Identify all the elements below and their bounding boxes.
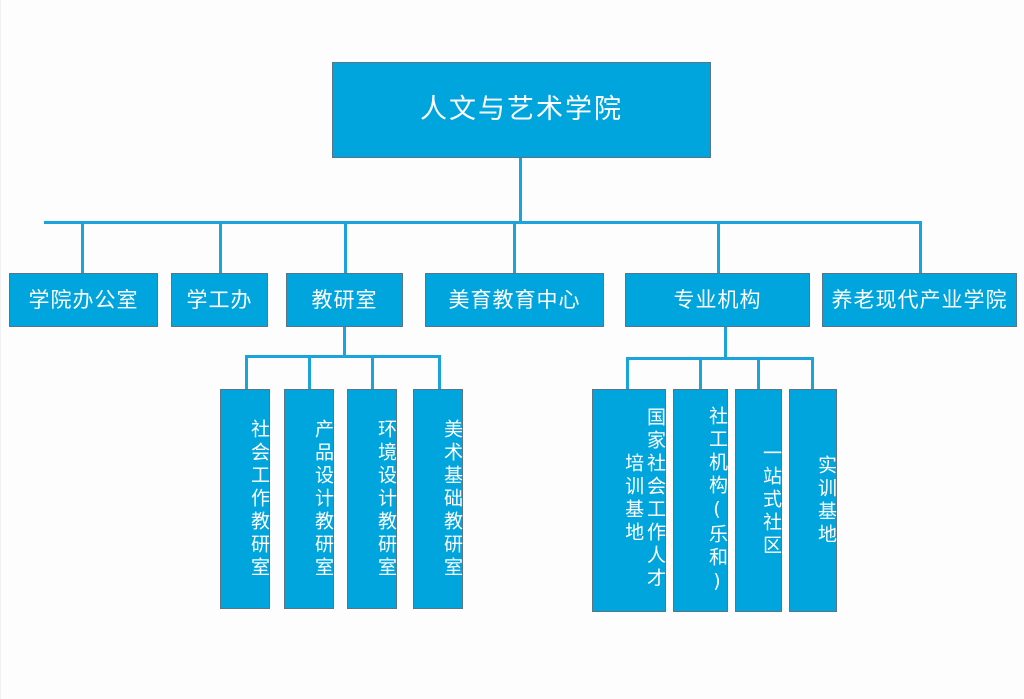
connector-drop-teaching-1 <box>245 355 248 390</box>
connector-drop-dept-3 <box>344 221 347 273</box>
connector-drop-teaching-3 <box>371 355 374 390</box>
org-node-teaching-4-label: 美术基础教研室 <box>441 418 463 580</box>
connector-professional-bus <box>626 357 814 360</box>
connector-dept-3-drop <box>343 327 346 357</box>
org-node-dept-2-label: 学工办 <box>186 287 253 312</box>
org-node-dept-5[interactable]: 专业机构 <box>625 273 810 327</box>
org-node-dept-6-label: 养老现代产业学院 <box>831 287 1008 312</box>
org-node-teaching-1-label: 社会工作教研室 <box>248 418 270 580</box>
org-node-teaching-1[interactable]: 社会工作教研室 <box>220 389 270 609</box>
connector-teaching-bus <box>245 355 441 358</box>
org-node-professional-1[interactable]: 国家社会工作人才培训基地 <box>592 389 666 612</box>
org-node-teaching-4[interactable]: 美术基础教研室 <box>413 389 463 609</box>
org-node-dept-4[interactable]: 美育教育中心 <box>425 273 604 327</box>
connector-drop-dept-1 <box>81 221 84 273</box>
connector-drop-dept-4 <box>513 221 516 273</box>
org-node-dept-1[interactable]: 学院办公室 <box>9 273 158 327</box>
org-node-teaching-2-label: 产品设计教研室 <box>312 418 334 580</box>
connector-dept-5-drop <box>724 327 727 358</box>
connector-drop-professional-4 <box>811 357 814 390</box>
org-node-dept-4-label: 美育教育中心 <box>448 287 581 312</box>
connector-drop-dept-2 <box>219 221 222 273</box>
org-node-dept-3[interactable]: 教研室 <box>286 273 403 327</box>
org-node-professional-3-label: 一站式社区 <box>760 443 782 558</box>
connector-root-drop <box>519 158 522 222</box>
org-node-dept-2[interactable]: 学工办 <box>171 273 268 327</box>
connector-drop-teaching-2 <box>308 355 311 390</box>
org-node-root-label: 人文与艺术学院 <box>420 94 623 126</box>
org-node-dept-1-label: 学院办公室 <box>28 287 139 312</box>
connector-level2-bus <box>44 221 922 224</box>
org-node-teaching-3-label: 环境设计教研室 <box>375 418 397 580</box>
org-node-professional-2-label: 社工机构(乐和) <box>706 405 728 596</box>
org-node-root[interactable]: 人文与艺术学院 <box>332 62 711 158</box>
connector-drop-dept-6 <box>919 221 922 273</box>
org-node-professional-1-label: 国家社会工作人才培训基地 <box>622 406 666 591</box>
org-node-professional-3[interactable]: 一站式社区 <box>735 389 782 612</box>
org-node-teaching-2[interactable]: 产品设计教研室 <box>284 389 334 609</box>
connector-drop-professional-1 <box>626 357 629 390</box>
org-node-teaching-3[interactable]: 环境设计教研室 <box>347 389 397 609</box>
org-node-dept-6[interactable]: 养老现代产业学院 <box>822 273 1017 327</box>
connector-drop-dept-5 <box>717 221 720 273</box>
connector-drop-teaching-4 <box>438 355 441 390</box>
connector-drop-professional-3 <box>757 357 760 390</box>
org-node-professional-4-label: 实训基地 <box>815 454 837 547</box>
org-node-dept-3-label: 教研室 <box>311 287 378 312</box>
org-node-dept-5-label: 专业机构 <box>673 287 762 312</box>
org-node-professional-2[interactable]: 社工机构(乐和) <box>673 389 728 612</box>
org-node-professional-4[interactable]: 实训基地 <box>789 389 837 612</box>
connector-drop-professional-2 <box>699 357 702 390</box>
